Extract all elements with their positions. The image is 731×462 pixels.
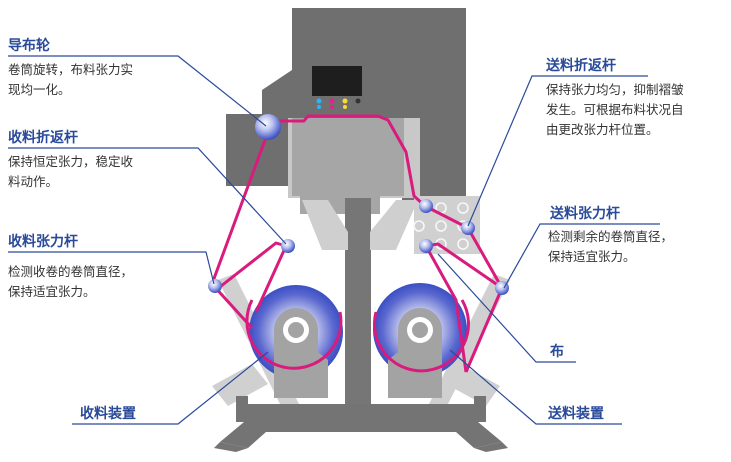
takeup-unit-title: 收料装置: [80, 406, 136, 422]
leader-takeup-turn-bar: [8, 147, 287, 245]
feed-turn-bar-knob-1: [419, 199, 433, 213]
takeup-roll-rim: [245, 299, 343, 370]
base-foot-right: [474, 442, 508, 452]
control-display: [312, 66, 362, 96]
takeup-turn-bar-desc-1: 保持恒定张力，稳定收: [8, 154, 134, 169]
feed-tension-bar-title: 送料张力杆: [550, 206, 620, 222]
takeup-turn-bar-title: 收料折返杆: [8, 130, 78, 146]
feed-tension-bar-desc-1: 检测剩余的卷筒直径，: [548, 229, 674, 244]
base-foot: [220, 422, 502, 448]
leader-feed-unit: [449, 349, 622, 425]
ink-dot-magenta-2: [330, 105, 334, 109]
takeup-turn-bar-desc-2: 料动作。: [8, 174, 59, 189]
feed-turn-bar-title: 送料折返杆: [546, 58, 616, 74]
feed-turn-bar-desc-3: 由更改张力杆位置。: [546, 122, 659, 137]
feed-hub-inner: [412, 322, 428, 338]
leader-feed-turn-bar: [467, 75, 648, 227]
base-foot-left: [214, 442, 248, 452]
guide-roller-title: 导布轮: [8, 38, 50, 54]
right-base-leg: [446, 364, 500, 406]
feed-roll-rim: [372, 299, 470, 373]
fabric-title: 布: [550, 344, 564, 360]
right-brace: [370, 200, 418, 250]
feed-turn-bar-knob-2: [461, 221, 475, 235]
leader-guide-roller: [8, 55, 267, 127]
ink-dot-black: [355, 98, 361, 104]
guide-roller-desc-2: 现均一化。: [8, 82, 71, 97]
side-panel-holes: [413, 202, 469, 250]
ink-dot-yellow: [342, 98, 348, 104]
leader-lines: [8, 55, 660, 425]
guide-roller-knob: [255, 114, 281, 140]
center-column: [345, 198, 371, 410]
leader-feed-tension-bar: [503, 223, 660, 289]
feed-tension-bar-desc-2: 保持适宜张力。: [548, 249, 636, 264]
left-brace: [302, 200, 348, 250]
fabric-path-inner: [215, 241, 288, 313]
leader-takeup-tension-bar: [8, 251, 215, 285]
leader-fabric: [437, 253, 576, 363]
feed-turn-bar-knob-3: [419, 239, 433, 253]
base-frame: [236, 396, 486, 422]
right-tension-arm: [428, 274, 510, 412]
ink-dot-magenta: [329, 98, 335, 104]
guide-roller-desc-1: 卷筒旋转，布料张力实: [8, 62, 134, 77]
feed-turn-bar-desc-1: 保持张力均匀，抑制褶皱: [546, 82, 684, 97]
takeup-tension-bar-desc-1: 检测收卷的卷筒直径，: [8, 264, 134, 279]
ink-dot-cyan: [316, 98, 322, 104]
ink-dot-cyan-2: [317, 105, 321, 109]
leader-takeup-unit: [72, 351, 269, 425]
takeup-tension-bar-desc-2: 保持适宜张力。: [8, 284, 96, 299]
takeup-tension-bar-knob: [208, 279, 222, 293]
ink-dot-yellow-2: [343, 105, 347, 109]
left-base-leg: [212, 364, 268, 406]
feed-unit-title: 送料装置: [548, 406, 604, 422]
printer-panel: [292, 118, 404, 214]
takeup-tension-bar-title: 收料张力杆: [8, 234, 78, 250]
takeup-hub-inner: [288, 322, 304, 338]
feed-turn-bar-desc-2: 发生。可根据布料状况自: [546, 102, 684, 117]
